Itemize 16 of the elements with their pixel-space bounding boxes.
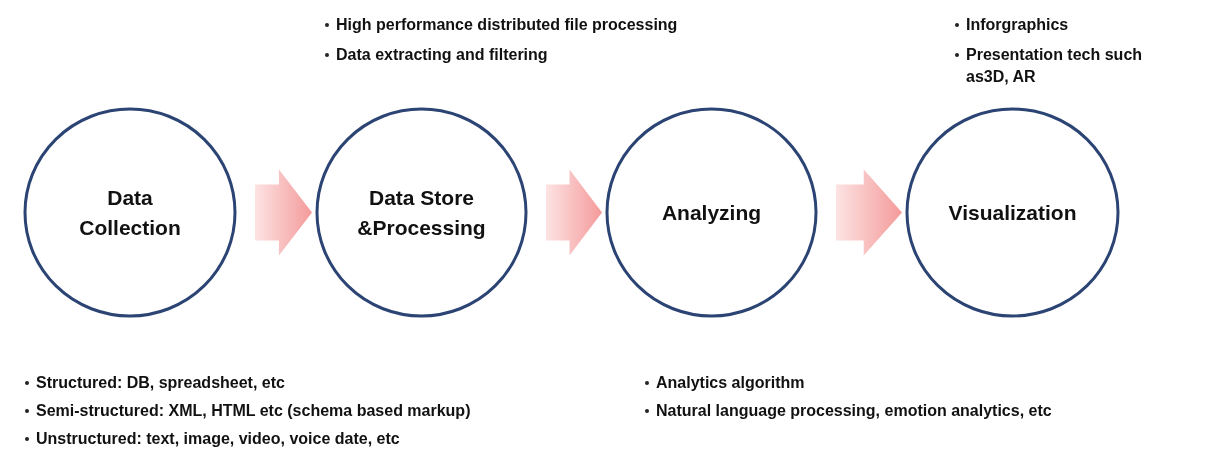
bullet-text: Data extracting and filtering	[336, 45, 548, 65]
bullet-text: Analytics algorithm	[656, 373, 805, 393]
bullet-text: Inforgraphics	[966, 15, 1069, 35]
block-arrow	[546, 169, 602, 256]
stage-label: Visualization	[947, 199, 1078, 226]
stage-label: Data Collection	[78, 184, 182, 241]
bullet-text: Presentation tech such as3D, AR	[966, 45, 1144, 87]
bullet-text: Natural language processing, emotion analytics, etc	[656, 401, 1052, 421]
stage-label: Analyzing	[660, 199, 763, 226]
bullet-text: Unstructured: text, image, video, voice date, etc	[36, 429, 400, 449]
stage-label: Data Store &Processing	[356, 184, 487, 241]
bullet-text: Structured: DB, spreadsheet, etc	[36, 373, 285, 393]
bullet-text: High performance distributed file processing	[336, 15, 678, 35]
block-arrow	[255, 169, 312, 256]
bullet-text: Semi-structured: XML, HTML etc (schema based markup)	[36, 401, 471, 421]
block-arrow	[836, 169, 902, 256]
